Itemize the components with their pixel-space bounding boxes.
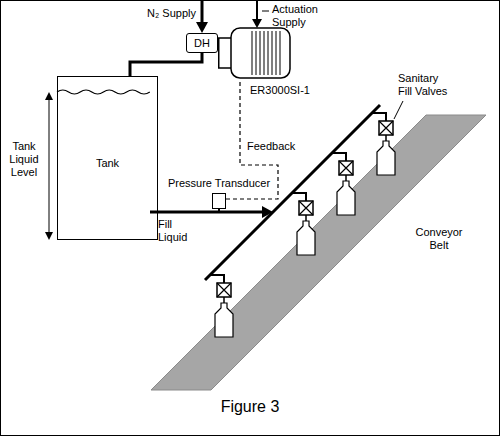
part-label: Sanitary Fill Valves [398,72,454,98]
fill-valve-cross [217,283,231,297]
regulator-rib [272,31,273,75]
liquid-surface [57,90,150,94]
level-arrowhead [45,92,53,100]
regulator-outline [218,26,292,80]
leader-line [394,101,403,119]
manifold-pipe [205,105,380,280]
regulator-rib [252,31,253,75]
regulator-rib [256,31,257,75]
fill-pipe [150,211,264,214]
bottle [377,141,395,175]
node-label: Tank [58,157,157,170]
fill-valve [299,201,313,215]
part-label: Conveyor Belt [408,226,470,252]
regulator-rib [276,31,277,75]
node-label: Pressure Transducer [168,177,270,190]
fill-valve-cross [299,201,313,215]
gas-line [130,53,202,76]
flow-label: Fill Liquid [158,218,198,244]
valve-branch [292,193,306,201]
actuation-arrowhead [252,19,262,28]
figure-caption: Figure 3 [0,397,500,416]
regulator-rib [260,31,261,75]
nozzle [223,297,225,303]
pressure-transducer: Pressure Transducer [212,193,226,209]
leader-line [262,11,269,12]
bottle [337,181,355,215]
bottle [215,303,233,337]
supply-label: Actuation Supply [272,3,334,29]
nozzle [345,175,347,181]
valve-branch [372,113,386,121]
regulator-rib [268,31,269,75]
fill-valve-cross [379,121,393,135]
supply-line [201,1,204,24]
valve-branch [332,153,346,161]
actuation-line [256,1,258,20]
regulator-housing [231,28,290,78]
regulator-body: ER3000SI-1 [218,26,292,80]
fill-valve [217,283,231,297]
fill-valve [339,161,353,175]
node-label: DH [194,37,210,50]
fill-valve-cross [339,161,353,175]
regulator-neck [219,38,232,68]
nozzle [385,135,387,141]
level-arrow [49,98,50,234]
supply-arrowhead [196,22,208,33]
level-arrowhead [45,232,53,240]
nozzle [305,215,307,221]
node-label: ER3000SI-1 [250,84,310,97]
level-label: Tank Liquid Level [3,140,45,179]
tank: Tank [57,76,158,240]
dh-box: DH [186,33,218,53]
regulator-rib [264,31,265,75]
transducer-stem [218,209,220,211]
valve-branch [210,275,224,283]
fill-valve [379,121,393,135]
bottle [297,221,315,255]
supply-label: N₂ Supply [130,7,196,20]
conveyor-belt [151,115,486,390]
edge-label: Feedback [246,140,296,153]
regulator-rib [280,31,281,75]
